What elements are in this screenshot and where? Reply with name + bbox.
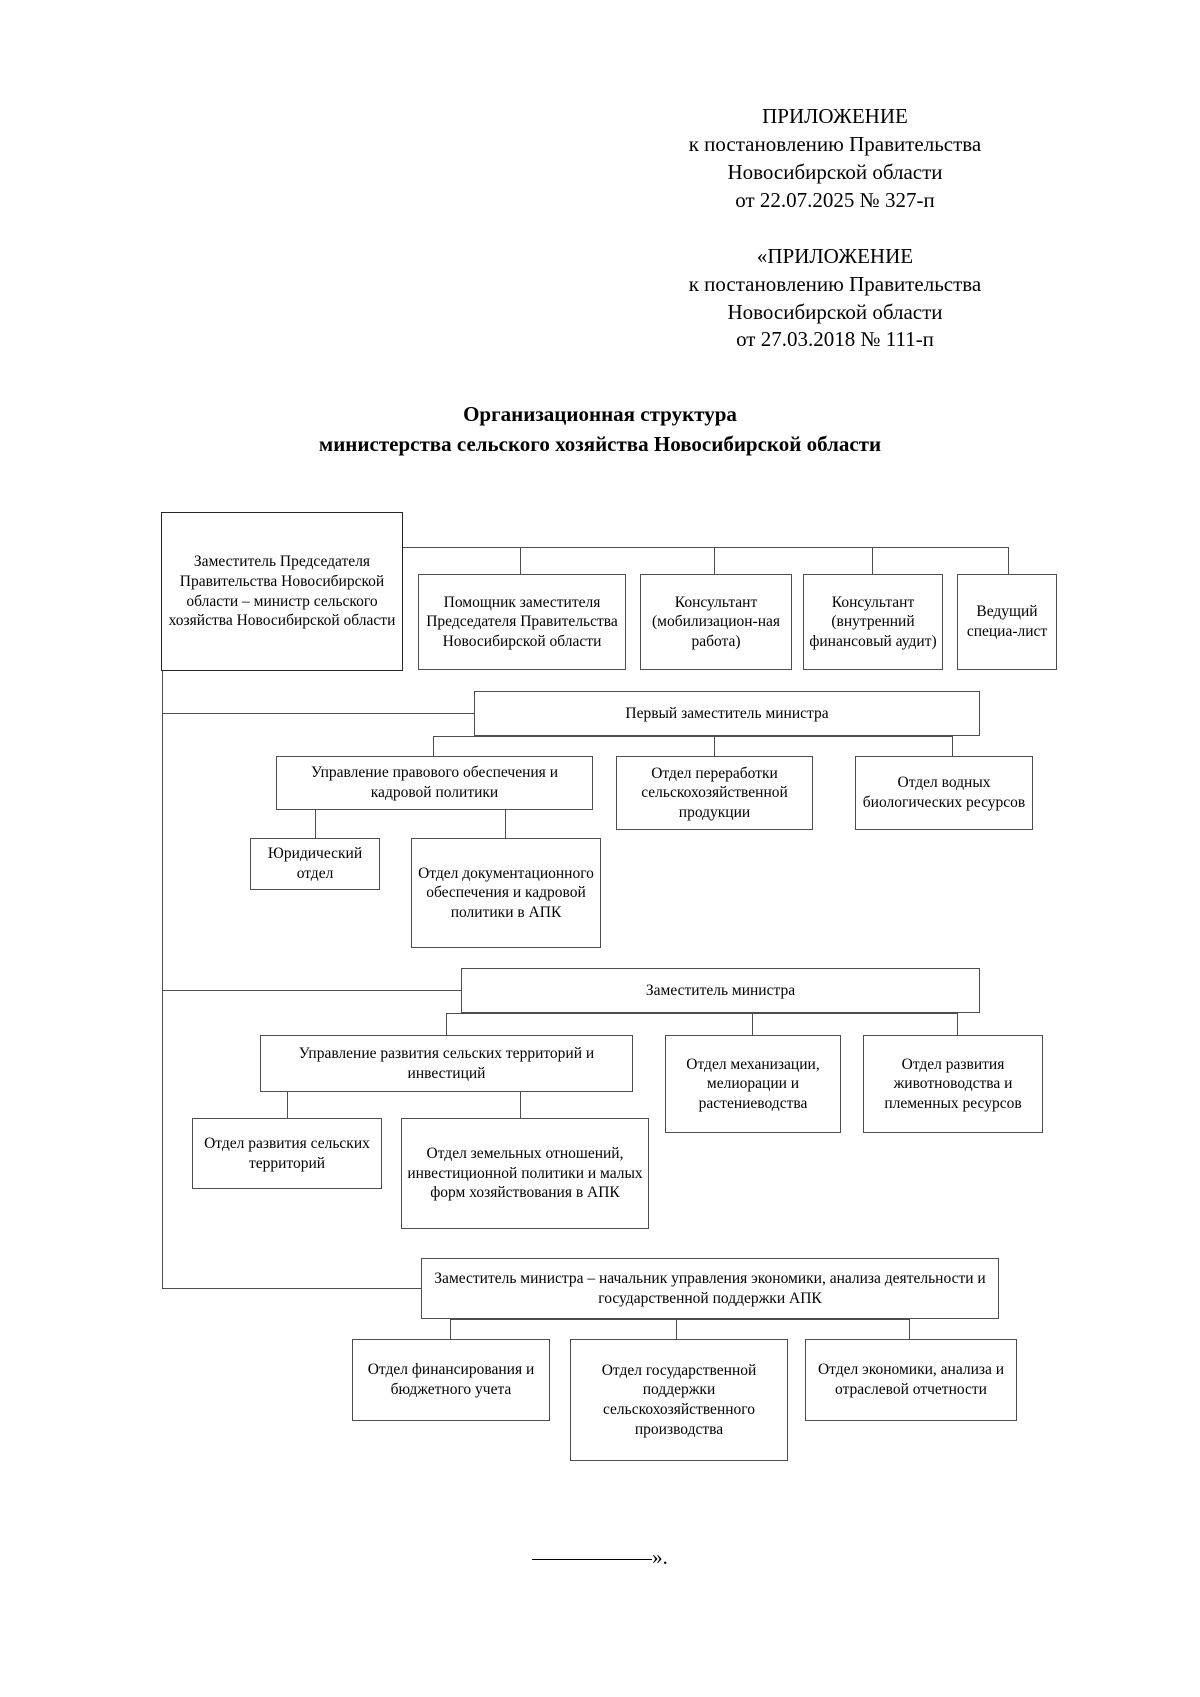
edge-drop-n2 (520, 547, 522, 574)
footer-closing-quote: ». (652, 1545, 668, 1569)
header-line-4: от 22.07.2025 № 327-п (735, 187, 935, 212)
node-records-and-hr-department: Отдел документационного обеспечения и ка… (411, 838, 601, 948)
header-line-5: «ПРИЛОЖЕНИЕ (756, 243, 914, 268)
edge-drop-n5 (1008, 547, 1010, 574)
header-line-1: ПРИЛОЖЕНИЕ (762, 104, 908, 128)
header-line-2: к постановлению Правительства (688, 131, 982, 156)
header-line-8: от 27.03.2018 № 111-п (736, 327, 934, 352)
header-line-6: к постановлению Правительства (688, 271, 982, 296)
node-deputy-minister: Заместитель министра (461, 968, 980, 1013)
edge-bus-n6 (433, 736, 953, 738)
node-land-relations-department: Отдел земельных отношений, инвестиционно… (401, 1118, 649, 1229)
edge-drop-n19 (450, 1319, 452, 1339)
edge-drop-n14 (752, 1013, 754, 1035)
node-state-support-department: Отдел государственной поддержки сельскох… (570, 1339, 788, 1461)
node-financing-department: Отдел финансирования и бюджетного учета (352, 1339, 550, 1421)
node-first-deputy-minister: Первый заместитель министра (474, 691, 980, 736)
edge-drop-n16 (287, 1092, 289, 1118)
edge-spine-to-n12 (162, 990, 462, 992)
node-label: Отдел земельных отношений, инвестиционно… (407, 1145, 643, 1202)
node-deputy-chairman-minister: Заместитель Председателя Правительства Н… (161, 512, 403, 671)
edge-bus-n18 (450, 1319, 910, 1321)
node-water-bioresources-department: Отдел водных биологических ресурсов (855, 756, 1033, 830)
node-mechanization-department: Отдел механизации, мелиорации и растение… (665, 1035, 841, 1133)
edge-drop-n8 (714, 736, 716, 756)
edge-drop-n15 (957, 1013, 959, 1035)
edge-drop-n10 (315, 810, 317, 838)
node-label: Первый заместитель министра (625, 704, 829, 722)
edge-drop-n11 (505, 810, 507, 838)
edge-drop-n21 (909, 1319, 911, 1339)
node-label: Отдел государственной поддержки сельскох… (601, 1361, 757, 1438)
edge-spine-to-n6 (162, 713, 475, 715)
node-label: Помощник заместителя Председателя Правит… (426, 593, 618, 650)
node-consultant-mobilization: Консультант (мобилизацион-ная работа) (640, 574, 792, 670)
edge-drop-n7 (433, 736, 435, 756)
node-leading-specialist: Ведущий специа-лист (957, 574, 1057, 670)
node-label: Заместитель Председателя Правительства Н… (168, 553, 396, 630)
node-consultant-internal-audit: Консультант (внутренний финансовый аудит… (803, 574, 943, 670)
node-legal-department: Юридический отдел (250, 838, 380, 890)
node-label: Консультант (внутренний финансовый аудит… (809, 593, 937, 650)
edge-drop-n9 (952, 736, 954, 756)
node-label: Ведущий специа-лист (966, 603, 1048, 640)
edge-drop-n13 (446, 1013, 448, 1035)
node-agri-processing-department: Отдел переработки сельскохозяйственной п… (616, 756, 813, 830)
appendix-header: ПРИЛОЖЕНИЕ к постановлению Правительства… (600, 103, 1070, 354)
edge-drop-n3 (714, 547, 716, 574)
edge-spine-to-n18 (162, 1288, 422, 1290)
node-assistant-deputy-chairman: Помощник заместителя Председателя Правит… (418, 574, 626, 670)
node-label: Консультант (мобилизацион-ная работа) (651, 593, 781, 650)
page-title-line-1: Организационная структура (463, 402, 737, 426)
header-line-3: Новосибирской области (727, 159, 943, 184)
edge-bus-top (403, 547, 1009, 549)
node-label: Заместитель министра – начальник управле… (434, 1269, 986, 1307)
node-label: Отдел развития животноводства и племенны… (884, 1055, 1022, 1112)
edge-drop-n4 (872, 547, 874, 574)
edge-spine-main (162, 671, 164, 1288)
edge-bus-n12 (446, 1013, 958, 1015)
node-label: Отдел развития сельских территорий (204, 1134, 370, 1172)
page-title: Организационная структура министерства с… (0, 400, 1200, 460)
node-economics-analysis-department: Отдел экономики, анализа и отраслевой от… (805, 1339, 1017, 1421)
node-label: Отдел финансирования и бюджетного учета (367, 1361, 535, 1398)
page-title-line-2: министерства сельского хозяйства Новосиб… (318, 431, 882, 456)
node-label: Отдел экономики, анализа и отраслевой от… (817, 1361, 1005, 1398)
header-line-7: Новосибирской области (727, 299, 943, 324)
node-rural-development-directorate: Управление развития сельских территорий … (260, 1035, 633, 1092)
node-label: Управление правового обеспечения и кадро… (311, 764, 558, 801)
node-label: Управление развития сельских территорий … (298, 1044, 595, 1082)
node-label: Отдел переработки сельскохозяйственной п… (641, 764, 788, 821)
footer-rule (532, 1559, 653, 1560)
node-label: Отдел документационного обеспечения и ка… (418, 864, 594, 921)
node-legal-and-hr-directorate: Управление правового обеспечения и кадро… (276, 756, 593, 810)
footer: ». (0, 1545, 1200, 1570)
node-rural-territories-department: Отдел развития сельских территорий (192, 1118, 382, 1189)
edge-drop-n17 (520, 1092, 522, 1118)
node-label: Юридический отдел (267, 845, 363, 882)
node-label: Отдел водных биологических ресурсов (862, 774, 1026, 811)
node-label: Отдел механизации, мелиорации и растение… (686, 1055, 820, 1112)
node-deputy-minister-economics: Заместитель министра – начальник управле… (421, 1258, 999, 1319)
edge-drop-n20 (676, 1319, 678, 1339)
node-livestock-development-department: Отдел развития животноводства и племенны… (863, 1035, 1043, 1133)
node-label: Заместитель министра (645, 981, 796, 999)
